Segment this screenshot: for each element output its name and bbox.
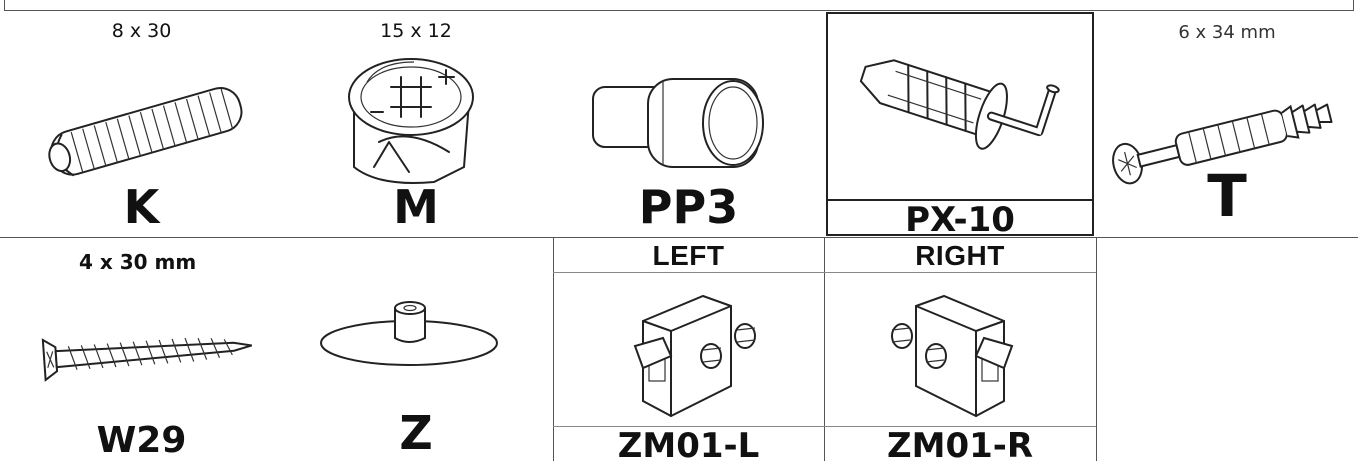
lower-right-divider	[1096, 237, 1097, 461]
part-cell-k: 8 x 30 K	[4, 12, 279, 237]
dowel-icon	[48, 87, 243, 177]
top-frame-line	[4, 10, 1354, 11]
part-cell-px10: PX-10	[826, 12, 1094, 240]
row-divider	[0, 237, 1358, 238]
dimension-label: 15 x 12	[380, 20, 452, 42]
cover-cap-icon	[320, 301, 498, 366]
part-code: PX-10	[905, 200, 1015, 240]
connector-bolt-icon	[1112, 103, 1333, 185]
wall-plug-hook-icon	[859, 59, 1060, 150]
part-code: T	[1207, 162, 1247, 230]
bracket-right-icon	[891, 294, 1014, 418]
part-code: K	[123, 180, 160, 234]
lower-left-divider	[553, 237, 554, 461]
left-frame-line	[4, 0, 5, 10]
px10-code-divider	[826, 199, 1094, 201]
right-frame-line	[1353, 0, 1354, 10]
label-row-divider	[553, 272, 1096, 273]
dimension-label: 8 x 30	[111, 20, 172, 42]
lower-mid-divider	[824, 237, 825, 461]
code-row-divider	[553, 426, 1096, 427]
wood-screw-icon	[41, 337, 253, 382]
cam-lock-icon	[348, 58, 474, 184]
part-code: ZM01-R	[886, 426, 1034, 466]
part-cell-z: Z	[279, 238, 553, 461]
side-label: LEFT	[652, 240, 725, 271]
bracket-left-icon	[633, 294, 756, 418]
part-cell-t: 6 x 34 mm T	[1096, 12, 1358, 237]
part-code: M	[393, 180, 439, 234]
part-code: Z	[399, 406, 433, 460]
part-cell-zm01-r: RIGHT ZM01-R	[824, 238, 1096, 466]
dimension-label: 6 x 34 mm	[1178, 22, 1276, 43]
shelf-pin-icon	[592, 78, 764, 168]
part-cell-w29: 4 x 30 mm W29	[4, 238, 279, 461]
part-code: PP3	[638, 180, 739, 234]
part-cell-zm01-l: LEFT ZM01-L	[553, 238, 824, 466]
dimension-label: 4 x 30 mm	[79, 250, 197, 274]
side-label: RIGHT	[915, 240, 1005, 271]
part-code: ZM01-L	[617, 426, 760, 466]
part-cell-pp3: PP3	[553, 12, 824, 237]
part-cell-m: 15 x 12 M	[279, 12, 553, 237]
px10-box	[826, 12, 1094, 236]
part-code: W29	[96, 420, 187, 461]
